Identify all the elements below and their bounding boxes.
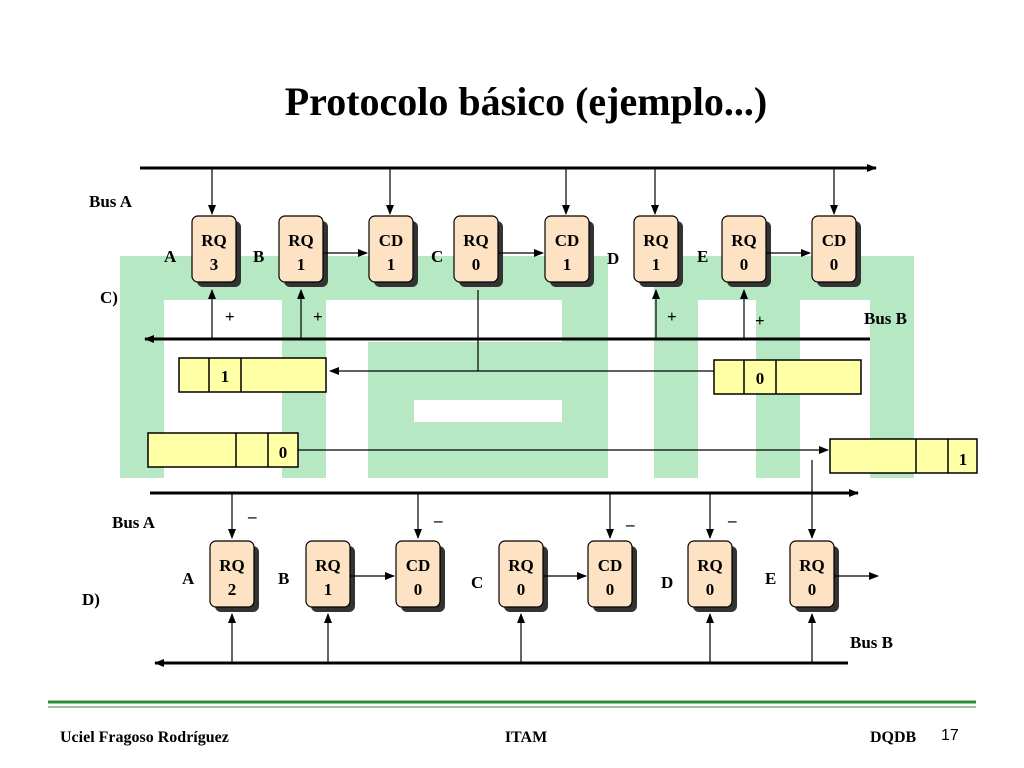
svg-text:0: 0 bbox=[808, 580, 817, 599]
svg-text:RQ: RQ bbox=[731, 231, 757, 250]
top-queue-left-2: 0 bbox=[147, 432, 299, 468]
top-queue-right: 0 bbox=[713, 359, 862, 395]
top-plus-2: + bbox=[313, 307, 323, 326]
bottom-node-b: B bbox=[278, 569, 289, 588]
top-node-e: E bbox=[697, 247, 708, 266]
bottom-box-1: RQ 2 bbox=[209, 540, 259, 612]
svg-text:RQ: RQ bbox=[201, 231, 227, 250]
bottom-bus-a-taps bbox=[228, 460, 816, 539]
svg-text:1: 1 bbox=[652, 255, 661, 274]
bottom-node-c: C bbox=[471, 573, 483, 592]
top-queue-left: 1 bbox=[178, 357, 327, 393]
svg-text:0: 0 bbox=[606, 580, 615, 599]
top-box-7: RQ 0 bbox=[721, 215, 771, 287]
footer-author: Uciel Fragoso Rodríguez bbox=[60, 729, 229, 746]
top-plus-1: + bbox=[225, 307, 235, 326]
svg-text:RQ: RQ bbox=[315, 556, 341, 575]
bottom-minus-1: – bbox=[247, 507, 257, 526]
svg-text:RQ: RQ bbox=[643, 231, 669, 250]
svg-text:0: 0 bbox=[472, 255, 481, 274]
svg-text:CD: CD bbox=[822, 231, 847, 250]
bottom-minus-4: – bbox=[727, 511, 737, 530]
svg-text:1: 1 bbox=[387, 255, 396, 274]
bottom-bus-b-label: Bus B bbox=[850, 633, 893, 652]
svg-text:2: 2 bbox=[228, 580, 237, 599]
svg-text:RQ: RQ bbox=[463, 231, 489, 250]
footer-institution: ITAM bbox=[505, 729, 547, 746]
svg-text:RQ: RQ bbox=[508, 556, 534, 575]
top-bus-b-taps bbox=[208, 289, 748, 339]
svg-text:1: 1 bbox=[221, 367, 230, 386]
top-c-to-queue-line bbox=[329, 290, 714, 375]
svg-text:0: 0 bbox=[279, 443, 288, 462]
svg-text:0: 0 bbox=[706, 580, 715, 599]
svg-text:RQ: RQ bbox=[697, 556, 723, 575]
top-node-b: B bbox=[253, 247, 264, 266]
svg-text:1: 1 bbox=[324, 580, 333, 599]
top-bus-a-taps bbox=[208, 168, 838, 215]
top-box-8: CD 0 bbox=[811, 215, 861, 287]
svg-text:CD: CD bbox=[555, 231, 580, 250]
svg-text:1: 1 bbox=[297, 255, 306, 274]
top-queue-right-2: 1 bbox=[829, 438, 978, 474]
bottom-box-2: RQ 1 bbox=[305, 540, 355, 612]
svg-text:0: 0 bbox=[756, 369, 765, 388]
svg-text:0: 0 bbox=[740, 255, 749, 274]
top-bus-a-label: Bus A bbox=[89, 192, 133, 211]
svg-text:3: 3 bbox=[210, 255, 219, 274]
svg-text:0: 0 bbox=[517, 580, 526, 599]
top-bus-b-label: Bus B bbox=[864, 309, 907, 328]
top-plus-4: + bbox=[755, 311, 765, 330]
svg-text:RQ: RQ bbox=[799, 556, 825, 575]
bottom-node-a: A bbox=[182, 569, 195, 588]
slide-title: Protocolo básico (ejemplo...) bbox=[285, 79, 767, 124]
bottom-box-5: CD 0 bbox=[587, 540, 637, 612]
footer-topic: DQDB bbox=[870, 729, 917, 746]
bottom-minus-2: – bbox=[433, 511, 443, 530]
svg-text:0: 0 bbox=[414, 580, 423, 599]
bottom-box-3: CD 0 bbox=[395, 540, 445, 612]
svg-text:1: 1 bbox=[959, 450, 968, 469]
top-node-a: A bbox=[164, 247, 177, 266]
svg-text:CD: CD bbox=[406, 556, 431, 575]
bottom-box-4: RQ 0 bbox=[498, 540, 548, 612]
bottom-node-e: E bbox=[765, 569, 776, 588]
svg-text:0: 0 bbox=[830, 255, 839, 274]
svg-text:1: 1 bbox=[563, 255, 572, 274]
top-plus-3: + bbox=[667, 307, 677, 326]
svg-text:RQ: RQ bbox=[219, 556, 245, 575]
svg-text:CD: CD bbox=[598, 556, 623, 575]
bottom-bus-b-taps bbox=[228, 613, 816, 663]
top-panel-label: C) bbox=[100, 288, 118, 307]
top-box-4: RQ 0 bbox=[453, 215, 503, 287]
page-number: 17 bbox=[941, 727, 959, 744]
top-box-1: RQ 3 bbox=[191, 215, 241, 287]
bottom-bus-a-label: Bus A bbox=[112, 513, 156, 532]
svg-text:CD: CD bbox=[379, 231, 404, 250]
bottom-node-d: D bbox=[661, 573, 673, 592]
bottom-minus-3: – bbox=[625, 515, 635, 534]
bottom-box-7: RQ 0 bbox=[789, 540, 839, 612]
top-node-c: C bbox=[431, 247, 443, 266]
bottom-box-6: RQ 0 bbox=[687, 540, 737, 612]
top-box-2: RQ 1 bbox=[278, 215, 328, 287]
svg-text:RQ: RQ bbox=[288, 231, 314, 250]
top-box-6: RQ 1 bbox=[633, 215, 683, 287]
bottom-panel-label: D) bbox=[82, 590, 100, 609]
footer-divider bbox=[48, 700, 976, 708]
top-box-5: CD 1 bbox=[544, 215, 594, 287]
top-box-3: CD 1 bbox=[368, 215, 418, 287]
top-node-d: D bbox=[607, 249, 619, 268]
